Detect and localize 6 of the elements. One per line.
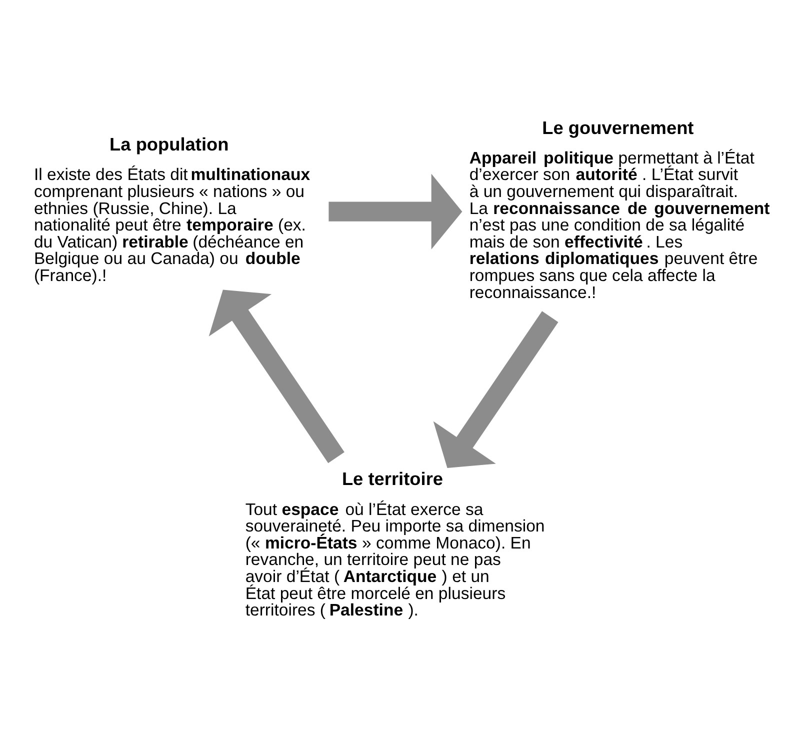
- node-text: Le territoire Tout espace où l’État exerce sa souveraineté. Peu importe sa dimension (« micro-États » comme Monaco). En revanche, un territoire peut ne pas avoir d’État (Antarctique) et un État peut être morcelé en plusieurs territoires (Palestine).: [245, 468, 545, 620]
- arrow: [433, 310, 558, 468]
- node-text: Le gouvernement Appareil politique permettant à l’État d’exercer son autorité. L’État survit à un gouvernement qui disparaîtrait. La reconnaissance de gouvernement n’est pas une condition de sa légalité mais de son effectivité. Les relations diplomatiques peuvent être rompues sans que cela affecte la reconnaissance.!: [469, 117, 770, 302]
- arrow: [208, 289, 344, 463]
- arrow: [328, 173, 462, 249]
- node-text: La population Il existe des États dit multinationaux comprenant plusieurs « nations » ou ethnies (Russie, Chine). La nationalité peut être temporaire (ex. du Vatican) retirable (déchéance en Belgique ou au Canada) ou double (France).!: [34, 134, 310, 285]
